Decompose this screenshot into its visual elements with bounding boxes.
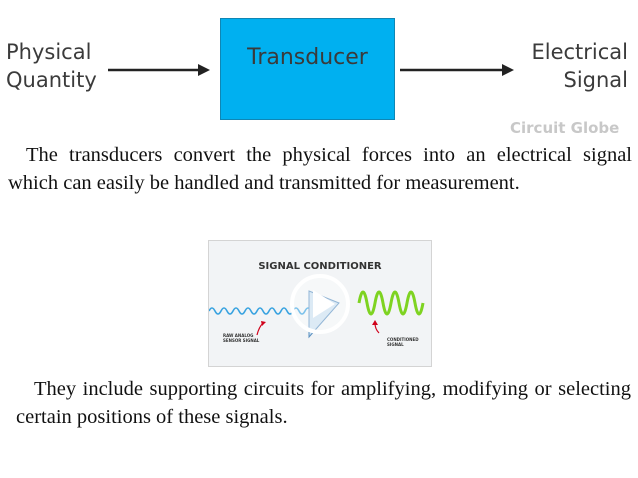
output-label-line1: Electrical	[531, 40, 628, 64]
input-label-line2: Quantity	[6, 68, 97, 92]
input-label: Physical Quantity	[6, 38, 97, 94]
conditioned-signal-caption-line1: CONDITIONED	[387, 337, 419, 342]
output-arrow	[400, 64, 514, 76]
play-icon[interactable]	[289, 273, 351, 335]
conditioned-signal-caption-line2: SIGNAL	[387, 342, 404, 347]
transducer-label: Transducer	[247, 44, 368, 70]
video-title: SIGNAL CONDITIONER	[258, 261, 382, 272]
input-arrow	[108, 64, 210, 76]
raw-signal-caption: RAW ANALOG SENSOR SIGNAL	[223, 333, 259, 343]
input-label-line1: Physical	[6, 40, 92, 64]
transducer-block: Transducer	[220, 18, 395, 120]
output-label-line2: Signal	[563, 68, 628, 92]
watermark: Circuit Globe	[510, 119, 620, 137]
video-thumbnail[interactable]: SIGNAL CONDITIONER RAW ANALOG SENSOR SIG…	[208, 240, 432, 367]
transducer-block-diagram: Physical Quantity Transducer Electrical …	[0, 0, 638, 120]
raw-signal-caption-line1: RAW ANALOG	[223, 333, 254, 338]
paragraph-1: The transducers convert the physical for…	[8, 144, 632, 194]
output-label: Electrical Signal	[524, 38, 628, 94]
raw-signal-caption-line2: SENSOR SIGNAL	[223, 338, 260, 343]
conditioned-signal-caption: CONDITIONED SIGNAL	[387, 337, 419, 347]
paragraph-2: They include supporting circuits for amp…	[16, 378, 631, 428]
